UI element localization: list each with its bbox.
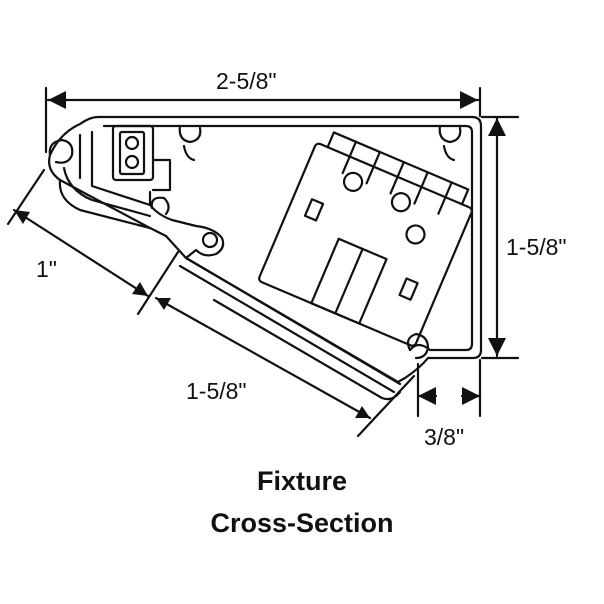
- arrow-width-right: [460, 91, 478, 109]
- middle-link: [148, 203, 225, 260]
- caption-line-2: Cross-Section: [210, 508, 394, 538]
- dim-label-width: 2-5/8": [216, 68, 277, 94]
- dim-label-angled-long: 1-5/8": [186, 378, 247, 404]
- terminal-block-inner: [118, 130, 146, 176]
- arrow-angled-long-left: [156, 298, 171, 310]
- left-hook: [48, 138, 74, 164]
- arrow-lip-left: [418, 387, 436, 405]
- dim-line-angled-long: [154, 296, 372, 420]
- top-slot-left: [178, 124, 202, 162]
- middle-link-hook: [150, 196, 170, 216]
- left-foot: [58, 166, 152, 230]
- right-hook: [406, 332, 430, 360]
- arrow-lip-right: [462, 387, 480, 405]
- dim-label-height: 1-5/8": [506, 234, 567, 260]
- middle-link-pivot: [201, 231, 219, 249]
- housing-inner-profile: [102, 124, 474, 352]
- caption-line-1: Fixture: [256, 466, 348, 496]
- dim-ext-angled-short-top: [6, 168, 46, 226]
- dim-line-angled-short: [12, 208, 150, 298]
- arrow-height-bottom: [488, 338, 506, 356]
- arrow-width-left: [48, 91, 66, 109]
- dim-label-angled-short: 1": [36, 256, 57, 282]
- left-channel: [78, 130, 152, 207]
- terminal-clip: [151, 158, 172, 192]
- arrow-height-top: [488, 118, 506, 136]
- lamp-socket: [258, 131, 473, 347]
- dim-ext-angled-long-right: [356, 374, 416, 438]
- housing-outer-profile: [48, 115, 483, 384]
- dim-ext-angled-long-left: [136, 250, 180, 316]
- terminal-screw-top: [124, 135, 140, 151]
- arrow-angled-short-top: [14, 210, 30, 224]
- terminal-block: [111, 124, 155, 182]
- top-slot-right: [438, 124, 462, 162]
- dim-label-lip: 3/8": [424, 424, 465, 450]
- arrow-angled-long-right: [355, 406, 370, 418]
- terminal-screw-bottom: [124, 154, 140, 170]
- arrow-angled-short-bottom: [132, 282, 148, 296]
